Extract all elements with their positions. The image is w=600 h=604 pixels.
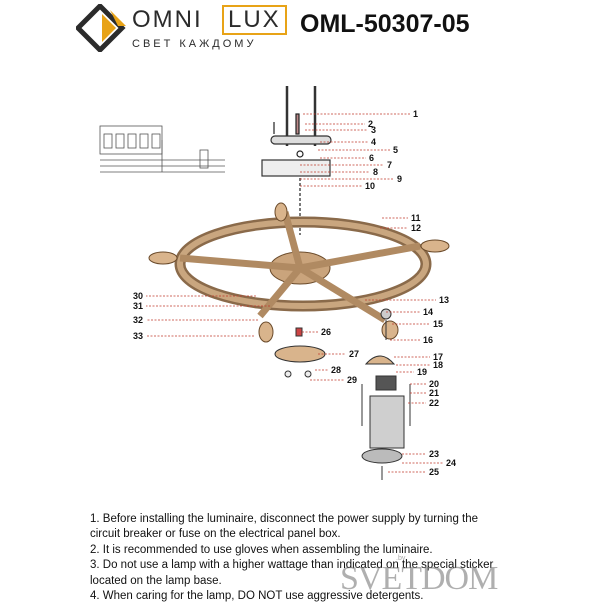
callout-number: 17 xyxy=(433,352,443,362)
callout-number: 10 xyxy=(365,181,375,191)
callout-number: 8 xyxy=(373,167,378,177)
callout-number: 30 xyxy=(133,291,143,301)
callout-number: 19 xyxy=(417,367,427,377)
callout-number: 27 xyxy=(349,349,359,359)
callout-number: 4 xyxy=(371,137,376,147)
callout-number: 20 xyxy=(429,379,439,389)
callout-number: 1 xyxy=(413,109,418,119)
omnilux-logo-mark xyxy=(76,4,126,52)
callout-labels: 1234567891011121314151617181920212223242… xyxy=(133,109,456,477)
callout-number: 26 xyxy=(321,327,331,337)
callout-number: 7 xyxy=(387,160,392,170)
brand-name-left: OMNI xyxy=(132,6,203,33)
note-line: circuit breaker or fuse on the electrica… xyxy=(90,528,341,541)
note-line: 4. When caring for the lamp, DO NOT use … xyxy=(90,590,424,603)
mounting-hardware xyxy=(261,86,332,235)
callout-number: 13 xyxy=(439,295,449,305)
callout-number: 24 xyxy=(446,458,456,468)
brand-name-right: LUX xyxy=(222,5,287,35)
model-number: OML-50307-05 xyxy=(300,10,470,38)
callout-number: 2 xyxy=(368,119,373,129)
note-line: located on the lamp base. xyxy=(90,574,222,587)
callout-number: 18 xyxy=(433,360,443,370)
callout-number: 29 xyxy=(347,375,357,385)
safety-notes: 1. Before installing the luminaire, disc… xyxy=(90,512,530,604)
callout-number: 33 xyxy=(133,331,143,341)
callout-number: 12 xyxy=(411,223,421,233)
lamp-arms xyxy=(148,202,450,343)
callout-number: 25 xyxy=(429,467,439,477)
lampholder-details xyxy=(274,308,392,378)
callout-number: 28 xyxy=(331,365,341,375)
callout-number: 21 xyxy=(429,388,439,398)
callout-number: 11 xyxy=(411,213,421,223)
callout-number: 3 xyxy=(371,125,376,135)
callout-number: 23 xyxy=(429,449,439,459)
note-line: 2. It is recommended to use gloves when … xyxy=(90,543,433,556)
callout-number: 6 xyxy=(369,153,374,163)
note-line: 1. Before installing the luminaire, disc… xyxy=(90,513,479,525)
shade-assembly xyxy=(361,355,411,480)
brand-tagline: СВЕТ КАЖДОМУ xyxy=(132,38,257,50)
callout-number: 9 xyxy=(397,174,402,184)
callout-number: 31 xyxy=(133,301,143,311)
callout-number: 15 xyxy=(433,319,443,329)
callout-number: 22 xyxy=(429,398,439,408)
watermark-suffix: .by xyxy=(396,555,406,562)
callout-number: 32 xyxy=(133,315,143,325)
note-line: 3. Do not use a lamp with a higher watta… xyxy=(90,559,494,572)
callout-number: 16 xyxy=(423,335,433,345)
callout-number: 14 xyxy=(423,307,433,317)
callout-number: 5 xyxy=(393,145,398,155)
watermark: SVETDOM xyxy=(340,560,498,597)
wiring-schematic xyxy=(99,125,225,173)
